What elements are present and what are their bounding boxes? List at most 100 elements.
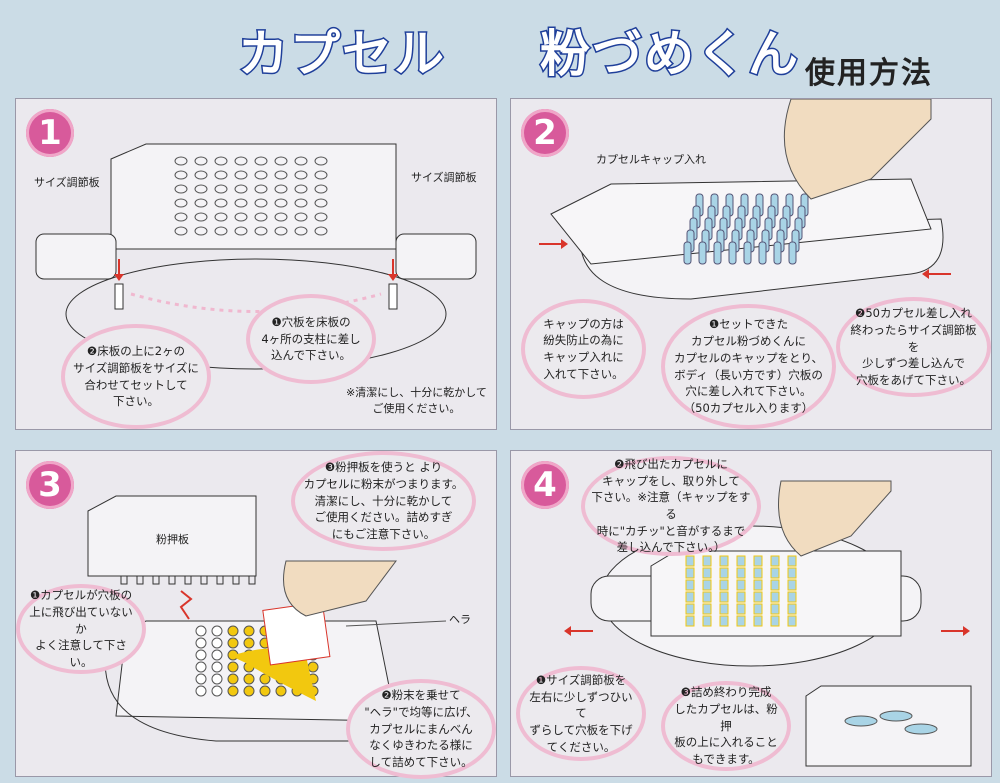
capsule-hole bbox=[227, 625, 239, 637]
plate-hole bbox=[294, 170, 308, 180]
capsule-hole bbox=[195, 637, 207, 649]
capsule-hole bbox=[227, 661, 239, 673]
filled-capsule bbox=[702, 591, 712, 603]
capsule-hole bbox=[243, 625, 255, 637]
filled-capsule bbox=[753, 579, 763, 591]
plate-hole bbox=[214, 170, 228, 180]
plate-hole bbox=[254, 198, 268, 208]
plate-hole bbox=[254, 170, 268, 180]
callout-lower-plate: ❶サイズ調節板を 左右に少しずつひいて ずらして穴板を下げ てください。 bbox=[516, 666, 646, 761]
filled-capsule bbox=[736, 579, 746, 591]
plate-hole bbox=[234, 198, 248, 208]
filled-capsule bbox=[787, 615, 797, 627]
plate-hole bbox=[174, 156, 188, 166]
capsule-body bbox=[758, 241, 767, 265]
callout-insert-capsule-bodies: ❶セットできた カプセル粉づめくんに カプセルのキャップをとり、 ボディ（長い方… bbox=[661, 304, 836, 429]
size-plate-label-left: サイズ調節板 bbox=[34, 176, 100, 189]
plate-hole bbox=[194, 226, 208, 236]
filled-capsule bbox=[736, 567, 746, 579]
capsule-hole bbox=[259, 685, 271, 697]
plate-hole bbox=[274, 156, 288, 166]
filled-capsule bbox=[719, 591, 729, 603]
plate-hole bbox=[274, 184, 288, 194]
plate-hole bbox=[214, 156, 228, 166]
size-plate-label-right: サイズ調節板 bbox=[411, 171, 477, 184]
title-product-name: 粉づめくん bbox=[539, 24, 800, 85]
plate-hole bbox=[254, 212, 268, 222]
filled-capsule bbox=[787, 591, 797, 603]
capsule-hole bbox=[195, 685, 207, 697]
capsule-hole bbox=[307, 661, 319, 673]
filled-capsule bbox=[753, 555, 763, 567]
capsule-body bbox=[713, 241, 722, 265]
callout-use-press-plate: ❸粉押板を使うと より カプセルに粉末がつまります。 清潔にし、十分に乾かして … bbox=[291, 451, 476, 551]
step-4-illustration bbox=[564, 480, 972, 767]
plate-hole bbox=[234, 170, 248, 180]
plate-hole bbox=[314, 156, 328, 166]
filled-capsule bbox=[685, 591, 695, 603]
capsule-hole bbox=[211, 649, 223, 661]
press-plate-tooth bbox=[120, 575, 128, 585]
capsule-hole bbox=[195, 649, 207, 661]
filled-capsule bbox=[787, 567, 797, 579]
plate-hole bbox=[214, 226, 228, 236]
callout-cap-storage: キャップの方は 紛失防止の為に キャップ入れに 入れて下さい。 bbox=[521, 299, 646, 399]
capsule-hole bbox=[227, 637, 239, 649]
press-plate-tooth bbox=[248, 575, 256, 585]
title-capsule: カプセル bbox=[237, 24, 446, 85]
plate-hole bbox=[314, 198, 328, 208]
plate-hole bbox=[274, 226, 288, 236]
filled-capsule bbox=[719, 567, 729, 579]
capsule-cap-holder-label: カプセルキャップ入れ bbox=[596, 153, 706, 166]
capsule-hole bbox=[243, 685, 255, 697]
filled-capsule bbox=[770, 567, 780, 579]
filled-capsule bbox=[719, 603, 729, 615]
filled-capsule bbox=[702, 555, 712, 567]
filled-capsule bbox=[770, 615, 780, 627]
capsule-body bbox=[743, 241, 752, 265]
capsule-hole bbox=[243, 673, 255, 685]
plate-hole bbox=[254, 156, 268, 166]
plate-hole bbox=[294, 198, 308, 208]
capsule-body bbox=[773, 241, 782, 265]
step-number-badge: 1 bbox=[26, 109, 74, 157]
filled-capsule bbox=[736, 603, 746, 615]
filled-capsule bbox=[753, 615, 763, 627]
callout-store-finished: ❸詰め終わり完成 したカプセルは、粉押 板の上に入れること もできます。 bbox=[661, 681, 791, 771]
filled-capsule bbox=[702, 567, 712, 579]
step-3-panel: 3 粉押板 ヘラ ❸粉押板を使うと より カプセルに粉末がつまります。 清潔にし… bbox=[15, 450, 497, 779]
callout-check-capsules: ❶カプセルが穴板の 上に飛び出ていないか よく注意して下さい。 bbox=[16, 584, 146, 674]
capsule-hole bbox=[195, 625, 207, 637]
capsule-hole bbox=[211, 673, 223, 685]
plate-hole bbox=[274, 212, 288, 222]
filled-capsule bbox=[685, 615, 695, 627]
filled-capsule bbox=[753, 567, 763, 579]
plate-hole bbox=[274, 198, 288, 208]
press-plate-tooth bbox=[168, 575, 176, 585]
filled-capsule bbox=[685, 567, 695, 579]
filled-capsule bbox=[702, 603, 712, 615]
filled-capsule bbox=[787, 555, 797, 567]
callout-cap-and-remove: ❷飛び出たカプセルに キャップをし、取り外して 下さい。※注意（キャップをする … bbox=[581, 456, 761, 556]
capsule-body bbox=[728, 241, 737, 265]
step-1-panel: 1 サイズ調節板 サイズ調節板 ❶穴板を床板の 4ヶ所の支柱に差し 込んで下さい… bbox=[15, 98, 497, 430]
plate-hole bbox=[294, 212, 308, 222]
plate-hole bbox=[314, 184, 328, 194]
step-4-panel: 4 ❷飛び出たカプセルに キャップをし、取り外して 下さい。※注意（キャップをす… bbox=[510, 450, 992, 777]
plate-hole bbox=[214, 212, 228, 222]
press-plate-tooth bbox=[232, 575, 240, 585]
callout-spread-powder: ❷粉末を乗せて "ヘラ"で均等に広げ、 カプセルにまんべん なくゆきわたる様に … bbox=[346, 679, 496, 779]
filled-capsule bbox=[736, 555, 746, 567]
plate-hole bbox=[294, 226, 308, 236]
plate-hole bbox=[194, 212, 208, 222]
press-plate-tooth bbox=[216, 575, 224, 585]
filled-capsule bbox=[736, 615, 746, 627]
capsule-hole bbox=[211, 661, 223, 673]
capsule-hole bbox=[211, 637, 223, 649]
plate-hole bbox=[174, 226, 188, 236]
filled-capsule bbox=[685, 579, 695, 591]
powder-press-plate-label: 粉押板 bbox=[156, 533, 189, 546]
filled-capsule bbox=[753, 591, 763, 603]
step-2-panel: 2 カプセルキャップ入れ キャップの方は 紛失防止の為に キャップ入れに 入れて… bbox=[510, 98, 992, 430]
press-plate-tooth bbox=[184, 575, 192, 585]
